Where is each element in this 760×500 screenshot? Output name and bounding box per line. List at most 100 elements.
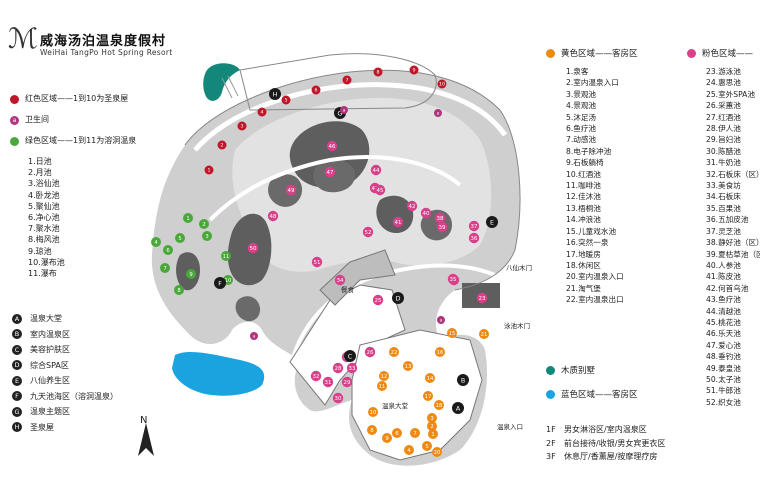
legend-red-zone-label: 红色区域——1到10为圣泉屋 xyxy=(25,94,129,103)
yellow-zone-item: 7.动感池 xyxy=(566,135,597,145)
north-arrow-icon xyxy=(138,423,154,456)
zone-label: 温泉大堂 xyxy=(30,314,62,323)
pink-52-marker xyxy=(362,226,374,238)
zone-label: 美容护肤区 xyxy=(30,345,70,354)
green-7-marker-label: 7 xyxy=(163,266,166,272)
pink-52-marker-label: 52 xyxy=(365,230,372,236)
orange-15-marker-label: 15 xyxy=(449,331,456,337)
red-4-marker xyxy=(257,107,267,117)
pink-33-marker-label: 33 xyxy=(349,366,356,372)
zone-C-marker-label: C xyxy=(348,353,353,360)
legend-red-zone: 红色区域——1到10为圣泉屋 xyxy=(10,92,136,106)
zone-letter-badge: D xyxy=(12,360,22,371)
orange-22-marker-label: 22 xyxy=(391,350,398,356)
orange-11-marker xyxy=(377,381,387,391)
red-4-marker-label: 4 xyxy=(260,110,263,116)
pool-dark-52 xyxy=(235,296,261,322)
pink-50-marker xyxy=(247,242,259,254)
legend-teal-label: 木质别墅 xyxy=(561,366,596,376)
pink-29-marker-label: 29 xyxy=(344,380,351,386)
orange-1-marker-label: 1 xyxy=(431,432,434,438)
map-markers: 1234567891012345678910112324252627282930… xyxy=(151,65,498,457)
zone-H-marker-label: H xyxy=(273,91,278,98)
pink-39-marker-label: 39 xyxy=(439,225,446,231)
green-4-marker-label: 4 xyxy=(154,240,158,246)
orange-9-marker xyxy=(382,433,392,443)
pink-zone-item: 50.太子池 xyxy=(706,374,741,384)
pink-35-marker xyxy=(447,273,459,285)
pink-35-marker-label: 35 xyxy=(450,277,457,283)
label-yongchi-gate: 泳池木门 xyxy=(504,321,530,330)
pink-zone-item: 36.五加皮池 xyxy=(706,215,749,225)
legend-blue: 蓝色区域——客房区 xyxy=(546,388,638,400)
pink-34-marker xyxy=(334,274,346,286)
floor-desc: 男女淋浴区/室内温泉区 xyxy=(564,425,647,434)
pink-zone-item: 32.石板床（区） xyxy=(706,169,760,179)
orange-7-marker xyxy=(410,428,420,438)
zone-label: 圣泉屋 xyxy=(30,422,54,432)
red-6-marker xyxy=(311,85,321,95)
yellow-zone-heading-label: 黄色区域——客房区 xyxy=(561,49,638,59)
zone-E-marker-label: E xyxy=(490,219,494,226)
pink-zone-item: 34.石板床 xyxy=(706,192,741,202)
toilet-0-marker xyxy=(434,109,442,117)
red-9-marker xyxy=(409,65,419,75)
orange-14-marker-label: 14 xyxy=(427,376,434,382)
orange-17-marker xyxy=(423,391,433,401)
pink-47-marker xyxy=(324,166,336,178)
yellow-zone-item: 3.景观池 xyxy=(566,89,597,99)
zone-letter-badge: A xyxy=(12,313,22,324)
pink-40-marker xyxy=(420,207,432,219)
orange-8-marker xyxy=(367,425,377,435)
legend-blue-label: 蓝色区域——客房区 xyxy=(561,390,638,400)
orange-20-marker-label: 20 xyxy=(434,450,441,456)
red-1-marker xyxy=(204,165,214,175)
pink-zone-item: 47.爱心池 xyxy=(706,340,741,350)
green-pool-item: 7.聚水池 xyxy=(28,224,60,234)
pink-29-marker xyxy=(341,376,353,388)
blue-room-area xyxy=(172,352,265,396)
green-pool-item: 1.日池 xyxy=(28,157,52,166)
green-1-marker-label: 1 xyxy=(186,216,189,222)
zone-C-marker xyxy=(344,350,356,362)
pink-42-marker-label: 42 xyxy=(409,204,416,210)
zone-letter-badge: E xyxy=(12,375,22,386)
red-dot-icon xyxy=(10,94,19,104)
red-2-marker xyxy=(217,140,227,150)
pink-28-marker xyxy=(332,362,344,374)
toilet-3-marker-label: a xyxy=(440,318,443,323)
orange-16-marker xyxy=(435,347,445,357)
pink-26-marker-label: 26 xyxy=(367,350,374,356)
green-3-marker-label: 3 xyxy=(205,234,208,240)
green-7-marker xyxy=(160,263,170,273)
floor-desc: 休息厅/香薰屋/按摩理疗房 xyxy=(564,452,658,461)
pink-zone-item: 31.牛奶池 xyxy=(706,158,741,168)
zone-H-marker xyxy=(269,88,281,100)
green-pool-item: 2.月池 xyxy=(28,168,52,178)
pink-zone-item: 37.灵芝池 xyxy=(706,226,741,236)
orange-18-marker-label: 18 xyxy=(436,403,443,409)
pink-31-marker-label: 31 xyxy=(325,380,332,386)
yellow-zone-item: 9.石板躺椅 xyxy=(566,158,604,168)
zone-D-marker-label: D xyxy=(396,295,401,302)
walkway-outer xyxy=(193,82,508,152)
green-pool-item: 11.瀑布 xyxy=(28,269,57,279)
green-5-marker xyxy=(175,233,185,243)
zone-letter-badge: C xyxy=(12,344,22,355)
green-dot-icon xyxy=(10,136,19,146)
pink-48-marker xyxy=(267,210,279,222)
red-9-marker-label: 9 xyxy=(412,68,415,74)
pink-23-marker-label: 23 xyxy=(479,296,486,302)
pink-dot-icon xyxy=(687,48,696,58)
pink-39-marker xyxy=(436,221,448,233)
pink-zone-item: 23.游泳池 xyxy=(706,67,741,76)
pink-48-marker-label: 48 xyxy=(270,214,277,220)
pink-zone-item: 52.织女池 xyxy=(706,397,741,407)
pink-51-marker xyxy=(311,256,323,268)
red-10-marker xyxy=(437,79,447,89)
